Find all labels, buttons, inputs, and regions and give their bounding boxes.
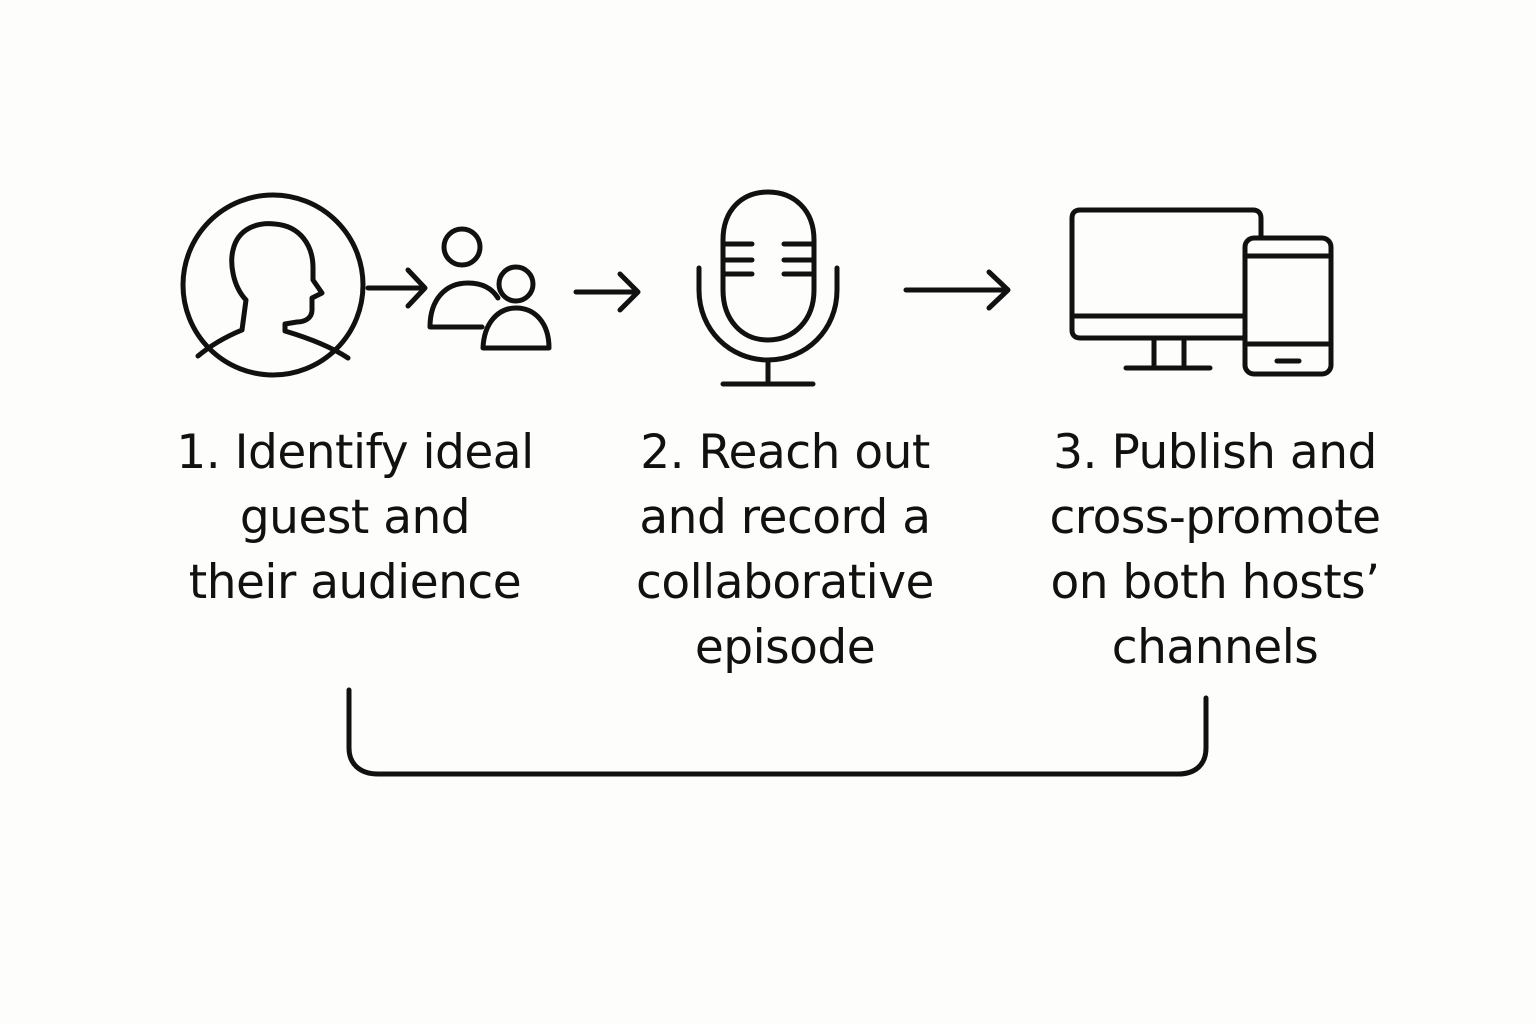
microphone-icon xyxy=(696,189,840,387)
step-3-line: 3. Publish and xyxy=(1053,425,1377,480)
step-1-line: 1. Identify ideal xyxy=(176,425,534,480)
person-circle-icon xyxy=(180,192,366,378)
step-2-line: collaborative xyxy=(636,555,934,610)
step-3-label: 3. Publish and cross-promote on both hos… xyxy=(1010,420,1420,680)
arrow-right-icon xyxy=(903,269,1011,311)
step-3-line: on both hosts’ xyxy=(1050,555,1380,610)
step-2-line: episode xyxy=(694,620,876,675)
step-3-line: channels xyxy=(1111,620,1319,675)
step-1-line: guest and xyxy=(239,490,471,545)
step-2-line: and record a xyxy=(639,490,931,545)
devices-icon xyxy=(1069,207,1334,377)
arrow-right-icon xyxy=(573,271,641,313)
step-1-label: 1. Identify ideal guest and their audien… xyxy=(160,420,550,615)
arrow-right-icon xyxy=(365,267,428,309)
step-2-label: 2. Reach out and record a collaborative … xyxy=(590,420,980,680)
people-group-icon xyxy=(427,226,552,351)
loop-bracket xyxy=(346,687,1209,777)
step-3-line: cross-promote xyxy=(1049,490,1381,545)
step-2-line: 2. Reach out xyxy=(640,425,930,480)
step-1-line: their audience xyxy=(188,555,522,610)
